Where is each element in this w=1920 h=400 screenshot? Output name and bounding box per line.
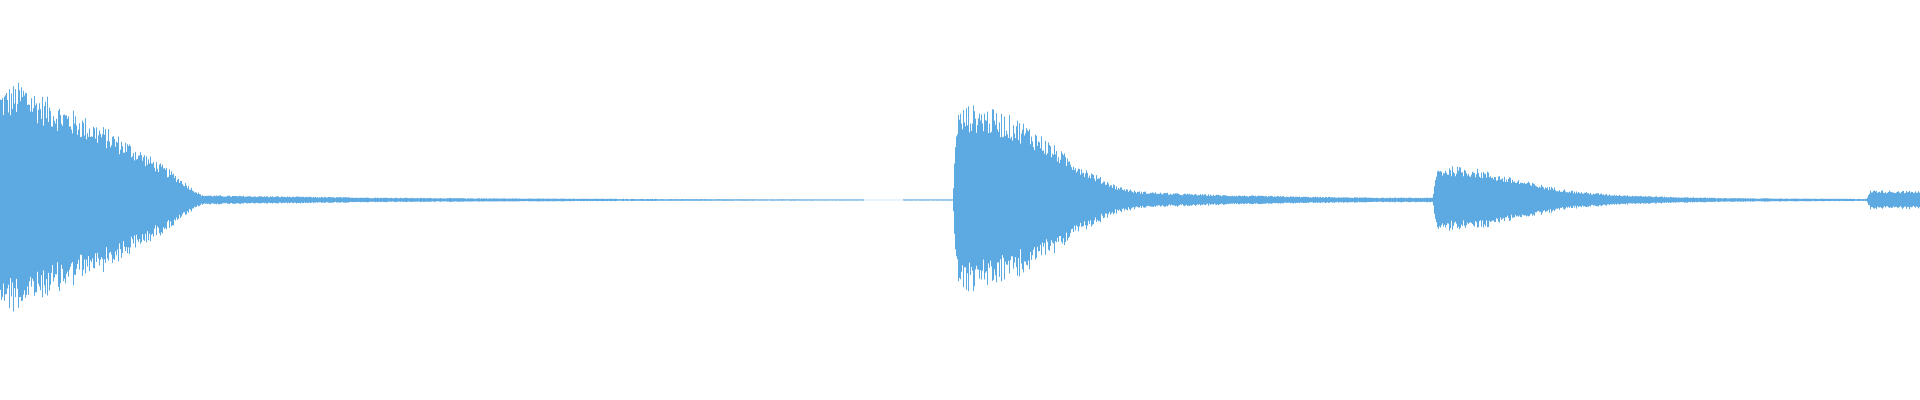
waveform-trace xyxy=(0,82,1920,312)
